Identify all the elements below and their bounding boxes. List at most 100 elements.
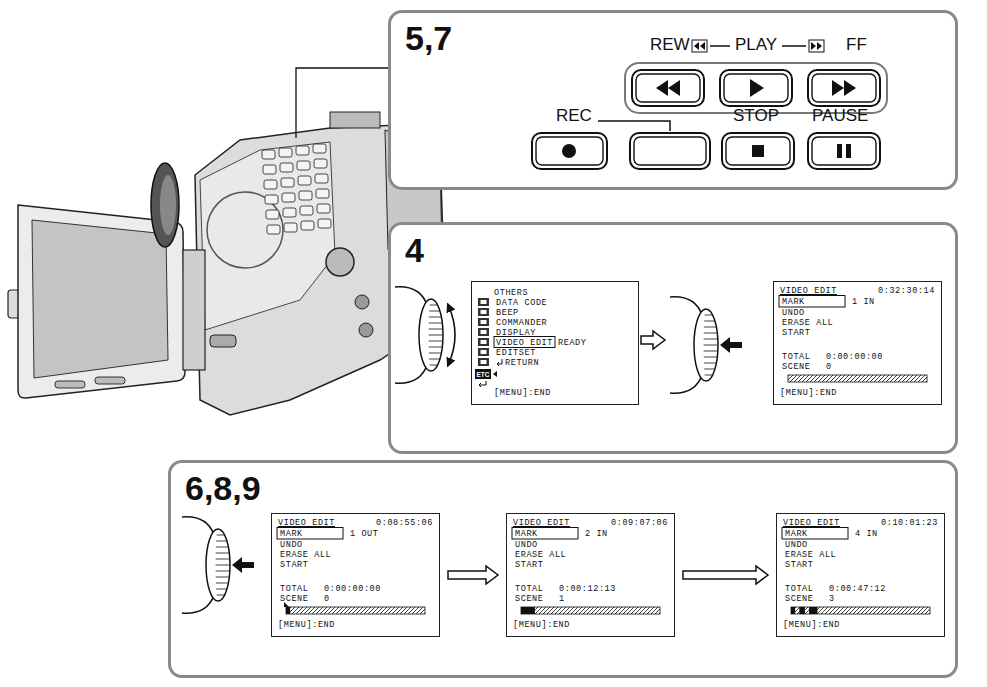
camcorder-buttons [300,206,313,215]
control-dial [429,323,442,324]
button-symbol [562,144,576,158]
camcorder-buttons [296,146,309,155]
camcorder-buttons [301,221,314,230]
screen-graphics [782,528,848,540]
screen-graphics [478,298,489,306]
control-dial [429,347,442,348]
screen-text: MARK [782,297,805,307]
control-buttons [694,42,705,50]
screen-text: 0:10:01:23 [881,518,938,528]
deck-button [536,137,603,165]
control-dial [216,583,228,584]
screen-graphics [475,369,491,379]
menu-item: READY [558,338,587,348]
camcorder-buttons [314,159,327,168]
camcorder-buttons [283,208,296,217]
button-symbol [656,80,680,96]
screen-text: 4 IN [855,529,878,539]
menu-item: BEEP [496,308,519,318]
camcorder-buttons [281,178,294,187]
menu-item: DISPLAY [496,328,536,338]
screen-graphics [481,330,487,334]
camcorder [200,142,335,330]
control-dial [429,359,439,360]
screen-text: UNDO [782,308,805,318]
control-buttons [598,40,887,131]
screen-text: TOTAL [785,584,814,594]
control-dial [704,345,718,346]
camcorder-buttons [316,189,329,198]
control-dial [704,321,714,322]
deck-button [636,74,700,102]
screen-graphics [809,607,817,614]
control-dial [705,375,713,376]
screen-text: 0:00:00:00 [826,352,883,362]
screen-text: 0 [826,362,832,372]
control-buttons [625,63,887,113]
control-dial [704,351,718,352]
camcorder [330,112,380,128]
control-dial [216,559,230,560]
step-arrow [641,331,665,349]
control-dial [217,535,225,536]
step-panel: 6,8,9VIDEO EDIT0:08:55:06MARK1 OUTUNDOER… [168,460,958,678]
control-dial [704,327,716,328]
control-dial [429,341,443,342]
screen-text: START [280,560,309,570]
control-dial [429,317,441,318]
control-dial [429,329,443,330]
button-symbol [750,79,764,97]
screen-text: MARK [280,529,303,539]
screen-text: START [782,328,811,338]
menu-item: [MENU]:END [494,388,551,398]
step-panel: 4OTHERSDATA CODEBEEPCOMMANDERDISPLAYVIDE… [388,222,958,454]
camcorder-buttons [297,161,310,170]
control-dial [182,517,254,613]
deck-button [634,137,706,165]
screen-text: [MENU]:END [513,620,570,630]
deck-button [532,133,607,169]
edit-screen: VIDEO EDIT0:09:07:06MARK2 INUNDOERASE AL… [506,513,675,637]
screen-graphics [481,320,487,324]
menu-item: ETC [477,371,490,378]
screen-graphics [493,371,497,377]
deck-button [724,74,788,102]
control-dial [430,305,438,306]
step-arrow [683,566,768,584]
camcorder [55,381,85,388]
camcorder-buttons [318,219,331,228]
control-dial [216,547,228,548]
panel-ground [168,460,958,678]
screen-text: [MENU]:END [783,620,840,630]
screen-graphics [521,607,660,614]
menu-screen: OTHERSDATA CODEBEEPCOMMANDERDISPLAYVIDEO… [471,281,639,405]
screen-graphics [478,358,489,366]
menu-item: OTHERS [494,288,528,298]
control-dial [419,299,443,371]
screen-text: TOTAL [515,584,544,594]
screen-text: SCENE [280,594,309,604]
screen-text: 1 OUT [350,529,379,539]
deck-button [532,70,880,169]
edit-screen: VIDEO EDIT0:08:55:06MARK1 OUTUNDOERASE A… [271,513,440,637]
screen-graphics [277,528,343,540]
camcorder [8,112,445,415]
screen-text: MARK [515,529,538,539]
screen-text: UNDO [280,540,303,550]
screen-graphics [521,607,535,614]
screen-text: VIDEO EDIT [513,518,570,528]
screen-graphics [494,337,555,348]
screen-text: START [515,560,544,570]
camcorder-buttons [280,163,293,172]
control-dial [429,353,441,354]
panel-ground [388,10,958,190]
screen-text: UNDO [785,540,808,550]
screen-text: 0:00:00:00 [324,584,381,594]
screen-text: SCENE [782,362,811,372]
control-dial [704,357,717,358]
screen-text: 0 [324,594,330,604]
camcorder-buttons [264,180,277,189]
camcorder [359,323,373,337]
screen-text: ERASE ALL [785,550,836,560]
camcorder-buttons [263,165,276,174]
